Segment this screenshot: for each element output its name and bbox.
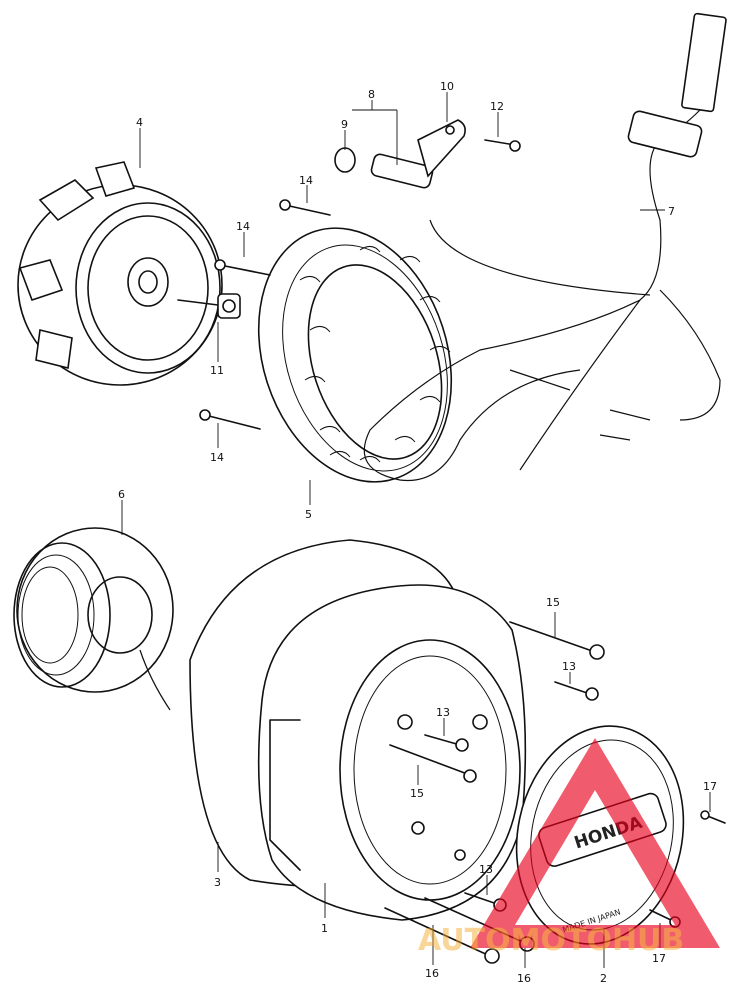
callout-labels: 1 2 3 4 5 6 7 8 9 10 11 12 13 13 13 14 1…	[118, 80, 717, 985]
part-6-pulse-generator	[13, 527, 174, 711]
part-10-bracket	[417, 119, 466, 178]
callout-5: 5	[305, 508, 312, 521]
callout-12: 12	[490, 100, 504, 113]
watermark-logo: AUTOMOTOHUB	[418, 738, 720, 958]
callout-15-a: 15	[546, 596, 560, 609]
callout-9: 9	[341, 118, 348, 131]
callout-11: 11	[210, 364, 224, 377]
callout-13-c: 13	[479, 863, 493, 876]
callout-16-a: 16	[425, 967, 439, 980]
callout-3: 3	[214, 876, 221, 889]
watermark-text: AUTOMOTOHUB	[418, 923, 684, 958]
part-7-wire-harness	[363, 12, 727, 482]
callout-17-a: 17	[703, 780, 717, 793]
callout-1: 1	[321, 922, 328, 935]
callout-10: 10	[440, 80, 454, 93]
callout-7: 7	[668, 205, 675, 218]
callout-17-b: 17	[652, 952, 666, 965]
callout-13-a: 13	[562, 660, 576, 673]
callout-14-b: 14	[236, 220, 250, 233]
part-4-rotor	[17, 161, 241, 386]
callout-15-b: 15	[410, 787, 424, 800]
part-5-stator	[257, 227, 453, 483]
callout-14-a: 14	[299, 174, 313, 187]
part-8-sensor	[370, 153, 434, 189]
callout-4: 4	[136, 116, 143, 129]
callout-6: 6	[118, 488, 125, 501]
part-9-o-ring	[334, 147, 356, 173]
callout-14-c: 14	[210, 451, 224, 464]
callout-8: 8	[368, 88, 375, 101]
callout-2: 2	[600, 972, 607, 985]
callout-13-b: 13	[436, 706, 450, 719]
watermark-triangle	[470, 738, 720, 948]
callout-16-b: 16	[517, 972, 531, 985]
